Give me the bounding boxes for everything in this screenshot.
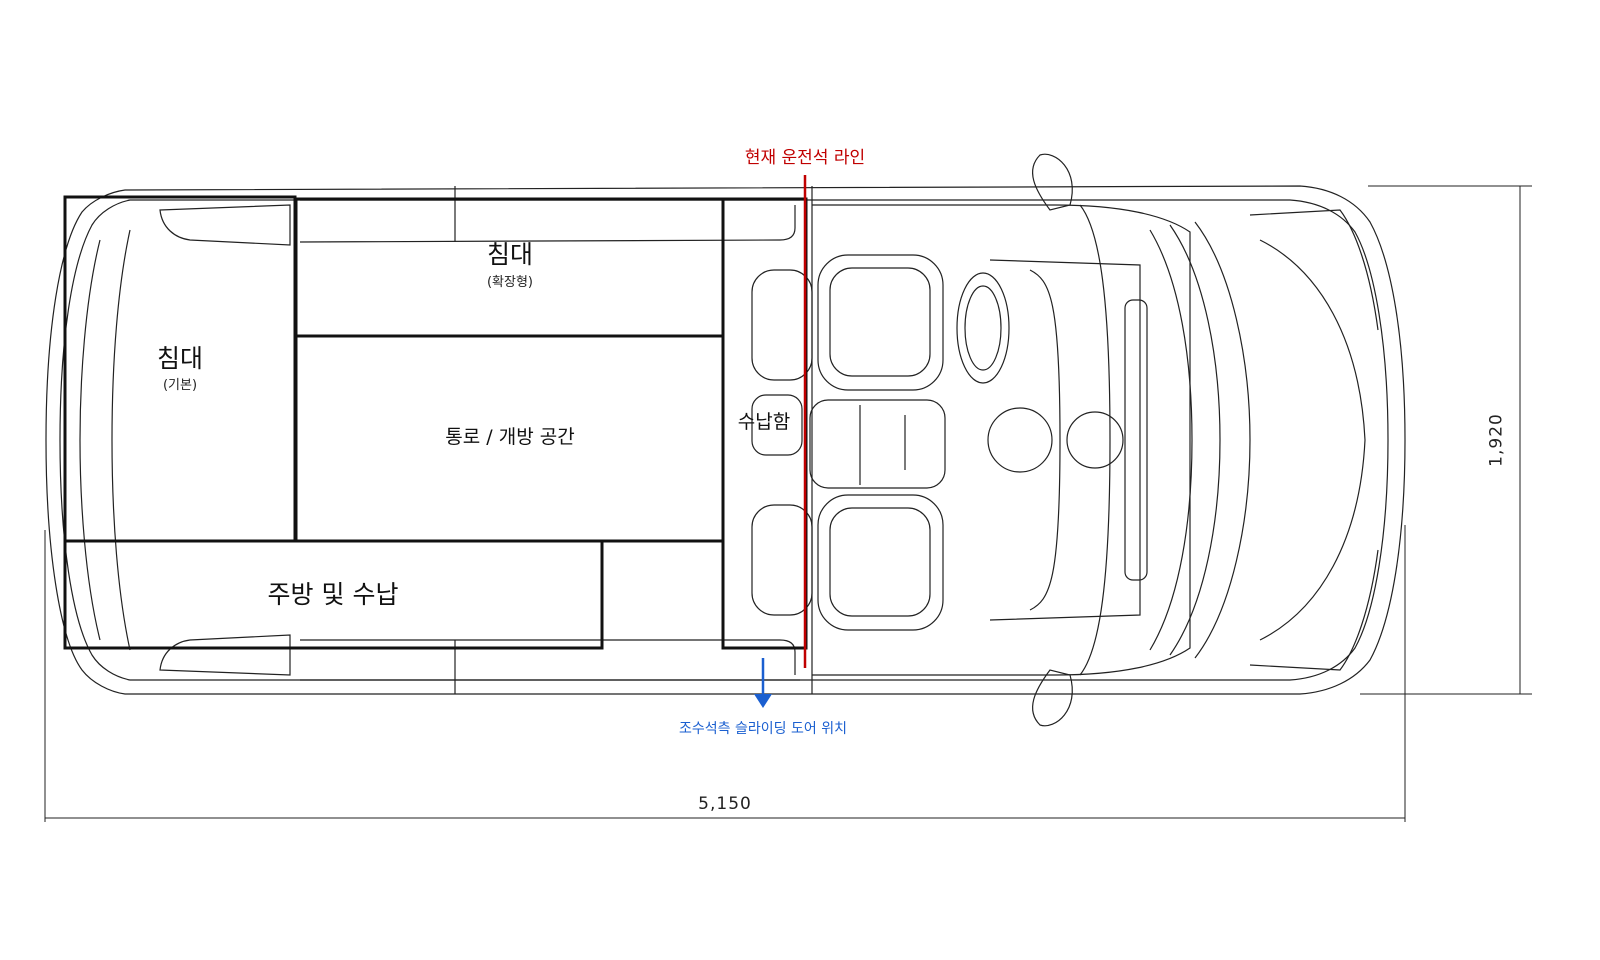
layout-zones — [63, 195, 808, 650]
aisle-label: 통로 / 개방 공간 — [445, 426, 575, 448]
kitchen-label: 주방 및 수납 — [267, 580, 399, 609]
van-body-outline — [45, 153, 1406, 727]
zone-kitchen — [63, 539, 604, 650]
storage-label: 수납함 — [737, 411, 791, 433]
driver-line-label: 현재 운전석 라인 — [744, 148, 866, 168]
dimension-lines — [44, 185, 1532, 822]
bed-basic-title: 침대 — [156, 344, 204, 373]
sliding-door-arrow — [754, 658, 772, 708]
bed-extended-title: 침대 — [486, 240, 534, 269]
sliding-door-label: 조수석측 슬라이딩 도어 위치 — [679, 721, 847, 737]
width-dimension: 1,920 — [1486, 413, 1507, 467]
bed-extended-sub: (확장형) — [486, 275, 534, 290]
length-dimension: 5,150 — [698, 794, 752, 814]
bed-basic-sub: (기본) — [162, 378, 198, 393]
